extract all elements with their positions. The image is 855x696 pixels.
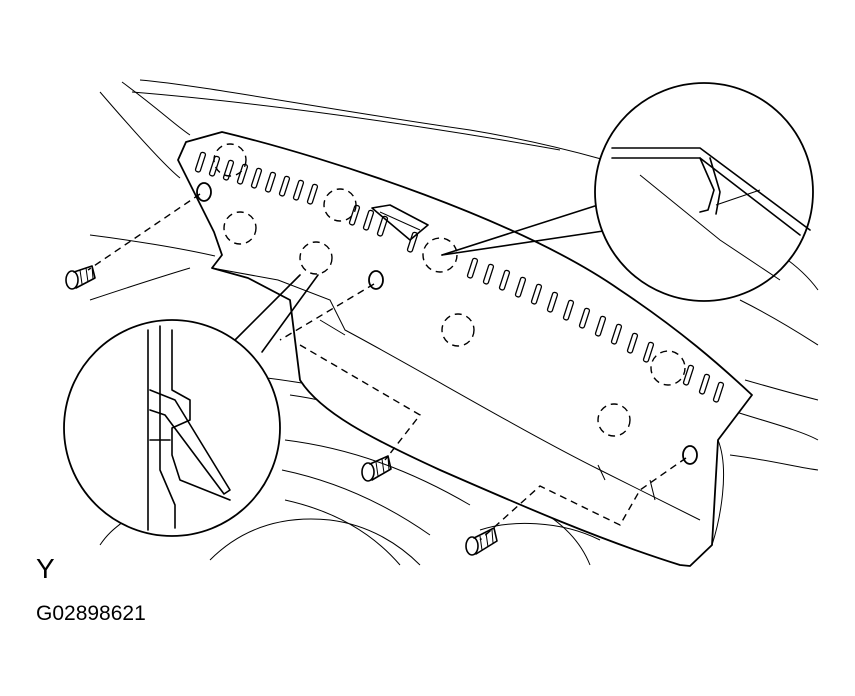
clip-locations	[213, 143, 686, 437]
pull-handle-recess	[371, 204, 429, 241]
screw-right	[465, 527, 498, 556]
trim-panel	[177, 131, 753, 567]
panel-slots	[194, 151, 725, 403]
view-letter: Y	[36, 553, 55, 584]
screw-center	[361, 455, 392, 482]
figure-code: G02898621	[36, 602, 146, 625]
screw-leader-lines	[87, 193, 687, 541]
screw-left	[65, 265, 96, 290]
clip-detail-callout-left	[63, 274, 319, 537]
clip-detail-callout-right	[441, 82, 814, 302]
